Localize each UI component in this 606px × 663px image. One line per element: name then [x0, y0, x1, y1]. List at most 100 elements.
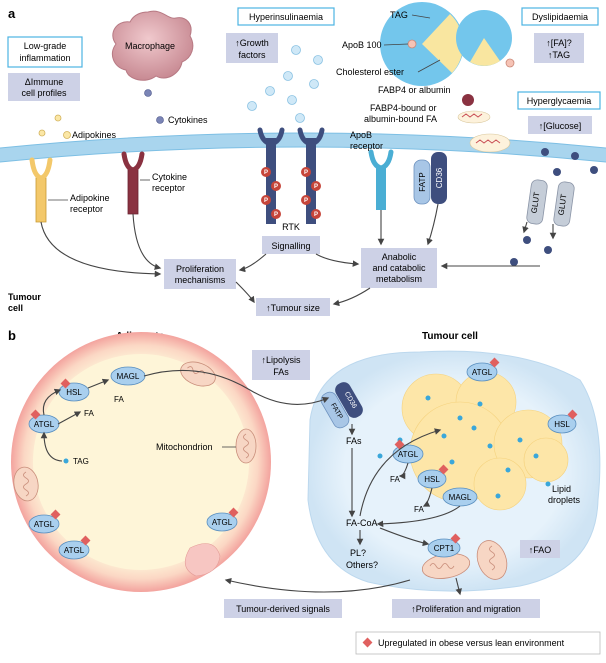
phospho-sites — [261, 167, 321, 219]
apob100-pointer — [383, 43, 409, 46]
cd36-transporter-b — [335, 382, 363, 418]
upregulated-markers — [30, 357, 578, 546]
hyperinsulinaemia-box — [237, 7, 335, 26]
phospho-label: P — [304, 170, 308, 176]
tumour-signals-label: Tumour-derived signals — [236, 604, 330, 614]
pl-others-line1: PL? — [350, 548, 366, 558]
magl-label: MAGL — [449, 493, 472, 502]
glucose-box — [528, 116, 592, 134]
signalling-label: Signalling — [271, 241, 310, 251]
cytokine-receptor-shape — [121, 151, 145, 215]
hsl-label: HSL — [66, 388, 82, 397]
legend-marker — [362, 637, 373, 648]
tag-pointer — [411, 14, 431, 19]
phospho-label: P — [314, 212, 318, 218]
atgl-enzyme — [58, 540, 90, 560]
hyperinsulinaemia-label: Hyperinsulinaemia — [249, 12, 323, 22]
cytokine-receptor-line2: receptor — [152, 183, 185, 193]
hsl-label: HSL — [424, 475, 440, 484]
anabolic-line2: and catabolic — [372, 263, 426, 273]
phospho-label: P — [304, 198, 308, 204]
apob100-label: ApoB 100 — [342, 40, 382, 50]
cpt1-enzyme — [427, 538, 461, 558]
immune-profiles-line1: ΔImmune — [25, 77, 64, 87]
atgl-enzyme — [28, 514, 60, 534]
tumour-cell-line1: Tumour — [8, 292, 41, 302]
anabolic-metabolism-box — [361, 248, 437, 288]
dyslipidaemia-label: Dyslipidaemia — [532, 12, 588, 22]
atgl-label: ATGL — [64, 546, 85, 555]
cholesterol-ester-label: Cholesterol ester — [336, 67, 404, 77]
proliferation-mechanisms-line1: Proliferation — [176, 264, 224, 274]
cpt1-label: CPT1 — [434, 544, 455, 553]
fa-label: FA — [84, 409, 94, 418]
macrophage-cell — [111, 10, 194, 81]
tumour-size-box — [256, 298, 330, 316]
fa-tag-box — [534, 33, 584, 63]
hyperglycaemia-box — [517, 91, 601, 110]
cytokine-dot — [156, 116, 164, 124]
fa-coa-label: FA-CoA — [346, 518, 378, 528]
proliferation-mechanisms-box — [164, 259, 236, 289]
magl-label: MAGL — [117, 372, 140, 381]
anabolic-line1: Anabolic — [382, 252, 417, 262]
lipoprotein-core-small — [470, 38, 500, 66]
growth-factors-line1: ↑Growth — [235, 38, 269, 48]
fabp4-bound-line2: albumin-bound FA — [364, 114, 437, 124]
hsl-label: HSL — [554, 420, 570, 429]
tumour-mitochondria — [421, 540, 508, 580]
cd36-label: CD36 — [435, 167, 444, 188]
bound-fa-chain — [461, 113, 483, 118]
apob-marker — [505, 58, 515, 68]
proliferation-mechanisms-line2: mechanisms — [175, 275, 226, 285]
phospho-label: P — [264, 198, 268, 204]
tumour-signals-box — [224, 599, 342, 618]
legend-label: Upregulated in obese versus lean environ… — [378, 638, 565, 648]
fa-tag-line1: ↑[FA]? — [546, 38, 572, 48]
lipolysis-box — [252, 350, 310, 380]
glut-transporter — [526, 179, 548, 225]
lipoprotein-core — [422, 14, 464, 73]
apob-marker — [407, 39, 417, 49]
glut-transporter — [553, 181, 575, 227]
mitochondrion-label: Mitochondrion — [156, 442, 213, 452]
atgl-label: ATGL — [34, 520, 55, 529]
hyperglycaemia-label: Hyperglycaemia — [527, 96, 592, 106]
adipokine-receptor-shape — [29, 157, 53, 223]
panel-b: b Adipocyte Tumour cell Lipid droplets — [8, 328, 601, 655]
fabp4-bound-line1: FABP4-bound or — [370, 103, 437, 113]
low-grade-inflammation-line1: Low-grade — [24, 41, 67, 51]
phospho-label: P — [264, 170, 268, 176]
low-grade-inflammation-line2: inflammation — [19, 53, 70, 63]
growth-factors-line2: factors — [238, 50, 266, 60]
membrane-inner-edge — [0, 146, 606, 163]
cytokine-receptor-line1: Cytokine — [152, 172, 187, 182]
fao-label: ↑FAO — [529, 545, 552, 555]
fas-label: FAs — [346, 436, 362, 446]
tag-label-b: TAG — [73, 457, 89, 466]
prolif-migration-label: ↑Proliferation and migration — [411, 604, 521, 614]
fa-tag-line2: ↑TAG — [548, 50, 570, 60]
low-grade-inflammation-box — [7, 36, 83, 68]
adipokine-dot — [38, 129, 46, 137]
fabp4-molecule — [462, 94, 474, 106]
tumour-cell-line2: cell — [8, 303, 23, 313]
phospho-label: P — [274, 184, 278, 190]
glut-label: GLUT — [530, 191, 542, 213]
bound-fa-chain — [475, 139, 501, 144]
fa-label: FA — [414, 505, 424, 514]
atgl-enzyme — [466, 362, 498, 382]
prolif-migration-box — [392, 599, 540, 618]
cell-membrane — [0, 133, 606, 162]
signalling-box — [262, 236, 320, 254]
fa-label: FA — [114, 395, 124, 404]
glut-label: GLUT — [557, 193, 569, 215]
insulin-dots — [247, 45, 323, 123]
growth-factors-box — [226, 33, 278, 63]
rtk-label: RTK — [282, 222, 300, 232]
fatp-transporter — [413, 159, 431, 205]
atgl-label: ATGL — [212, 518, 233, 527]
lipolysis-line1: ↑Lipolysis — [261, 355, 301, 365]
cytokine-dot — [144, 89, 152, 97]
